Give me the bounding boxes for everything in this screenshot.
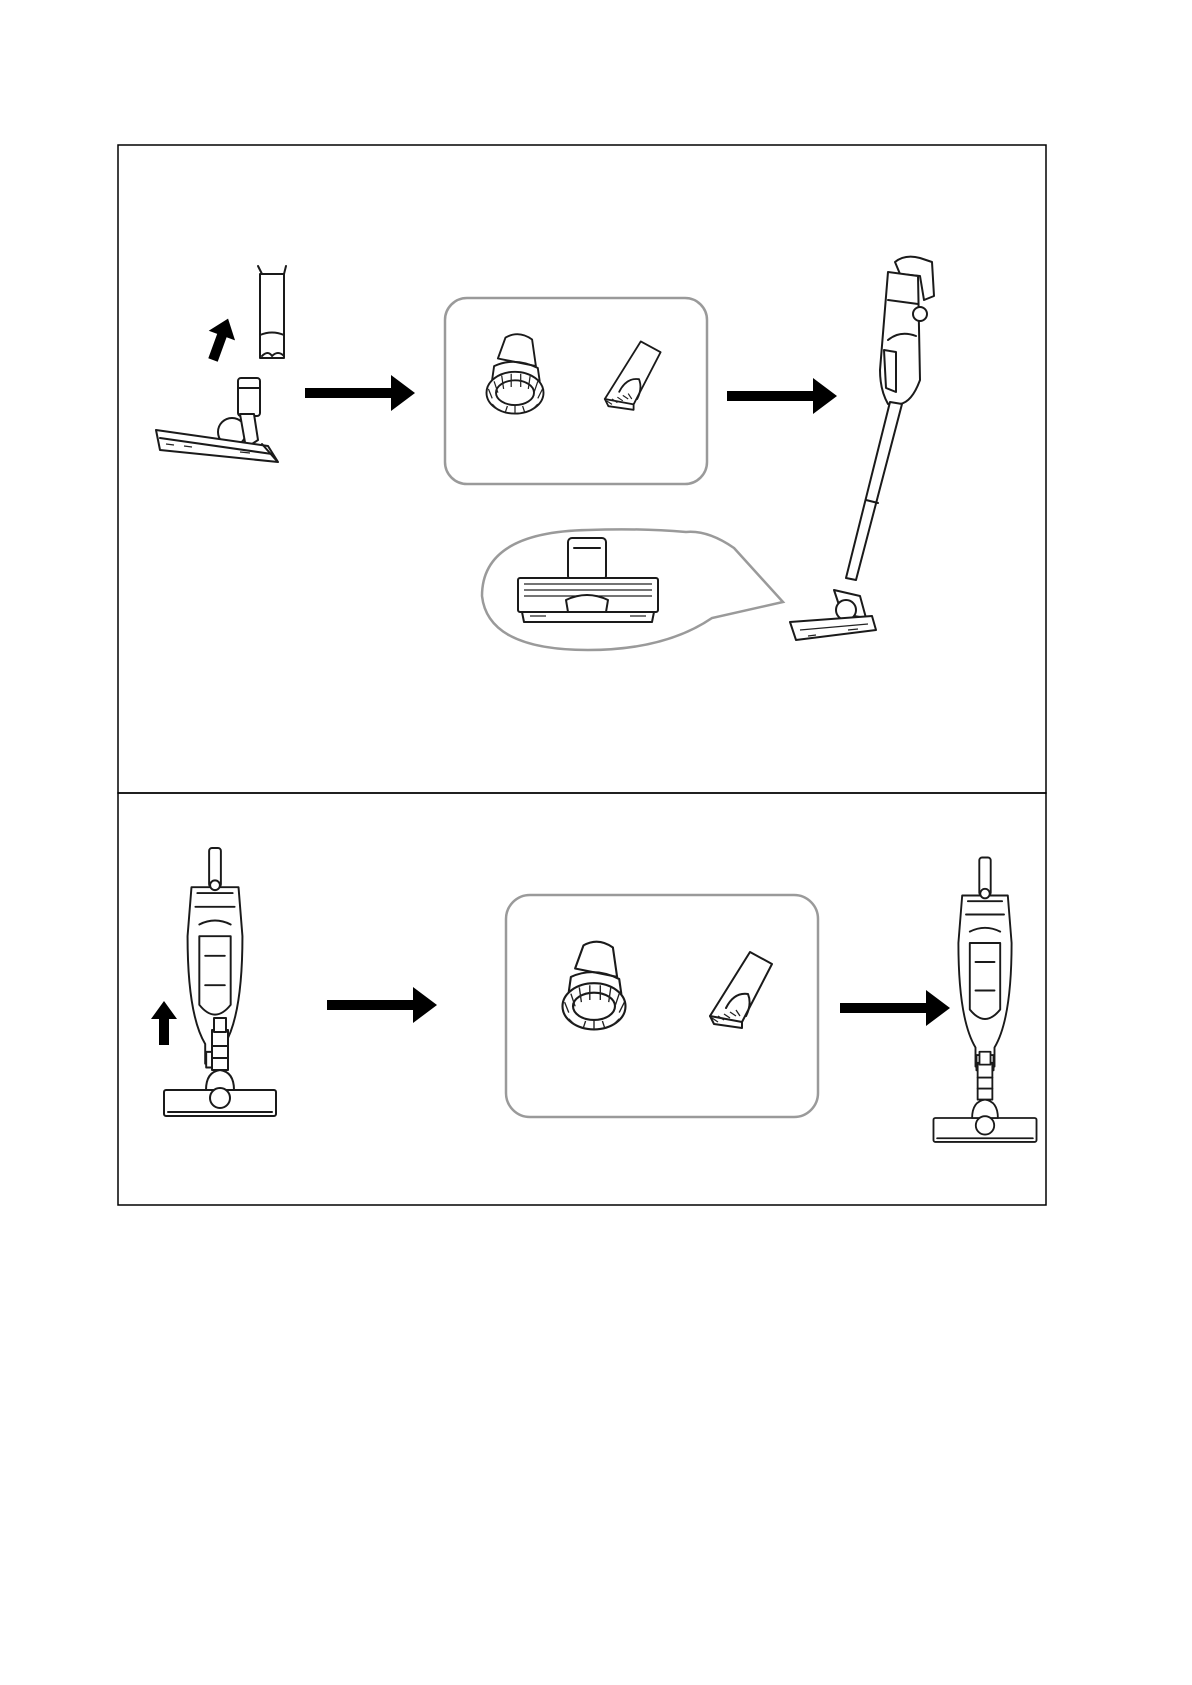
handheld-mode-panel xyxy=(118,793,1046,1205)
right-arrow-icon xyxy=(727,378,837,414)
up-arrow-icon xyxy=(200,314,241,365)
right-arrow-icon xyxy=(840,990,950,1026)
accessory-choice-box xyxy=(506,895,818,1117)
assembled-handheld-vacuum xyxy=(933,858,1036,1142)
floor-brush-with-tube xyxy=(156,266,286,462)
right-arrow-icon xyxy=(305,375,415,411)
right-arrow-icon xyxy=(327,987,437,1023)
stick-mode-panel xyxy=(118,145,1046,793)
accessory-choice-box xyxy=(445,298,707,484)
floor-brush-front xyxy=(164,1018,276,1116)
assembled-stick-vacuum xyxy=(790,257,934,640)
up-arrow-icon xyxy=(151,1001,177,1045)
floor-brush-detail-callout xyxy=(482,529,783,650)
